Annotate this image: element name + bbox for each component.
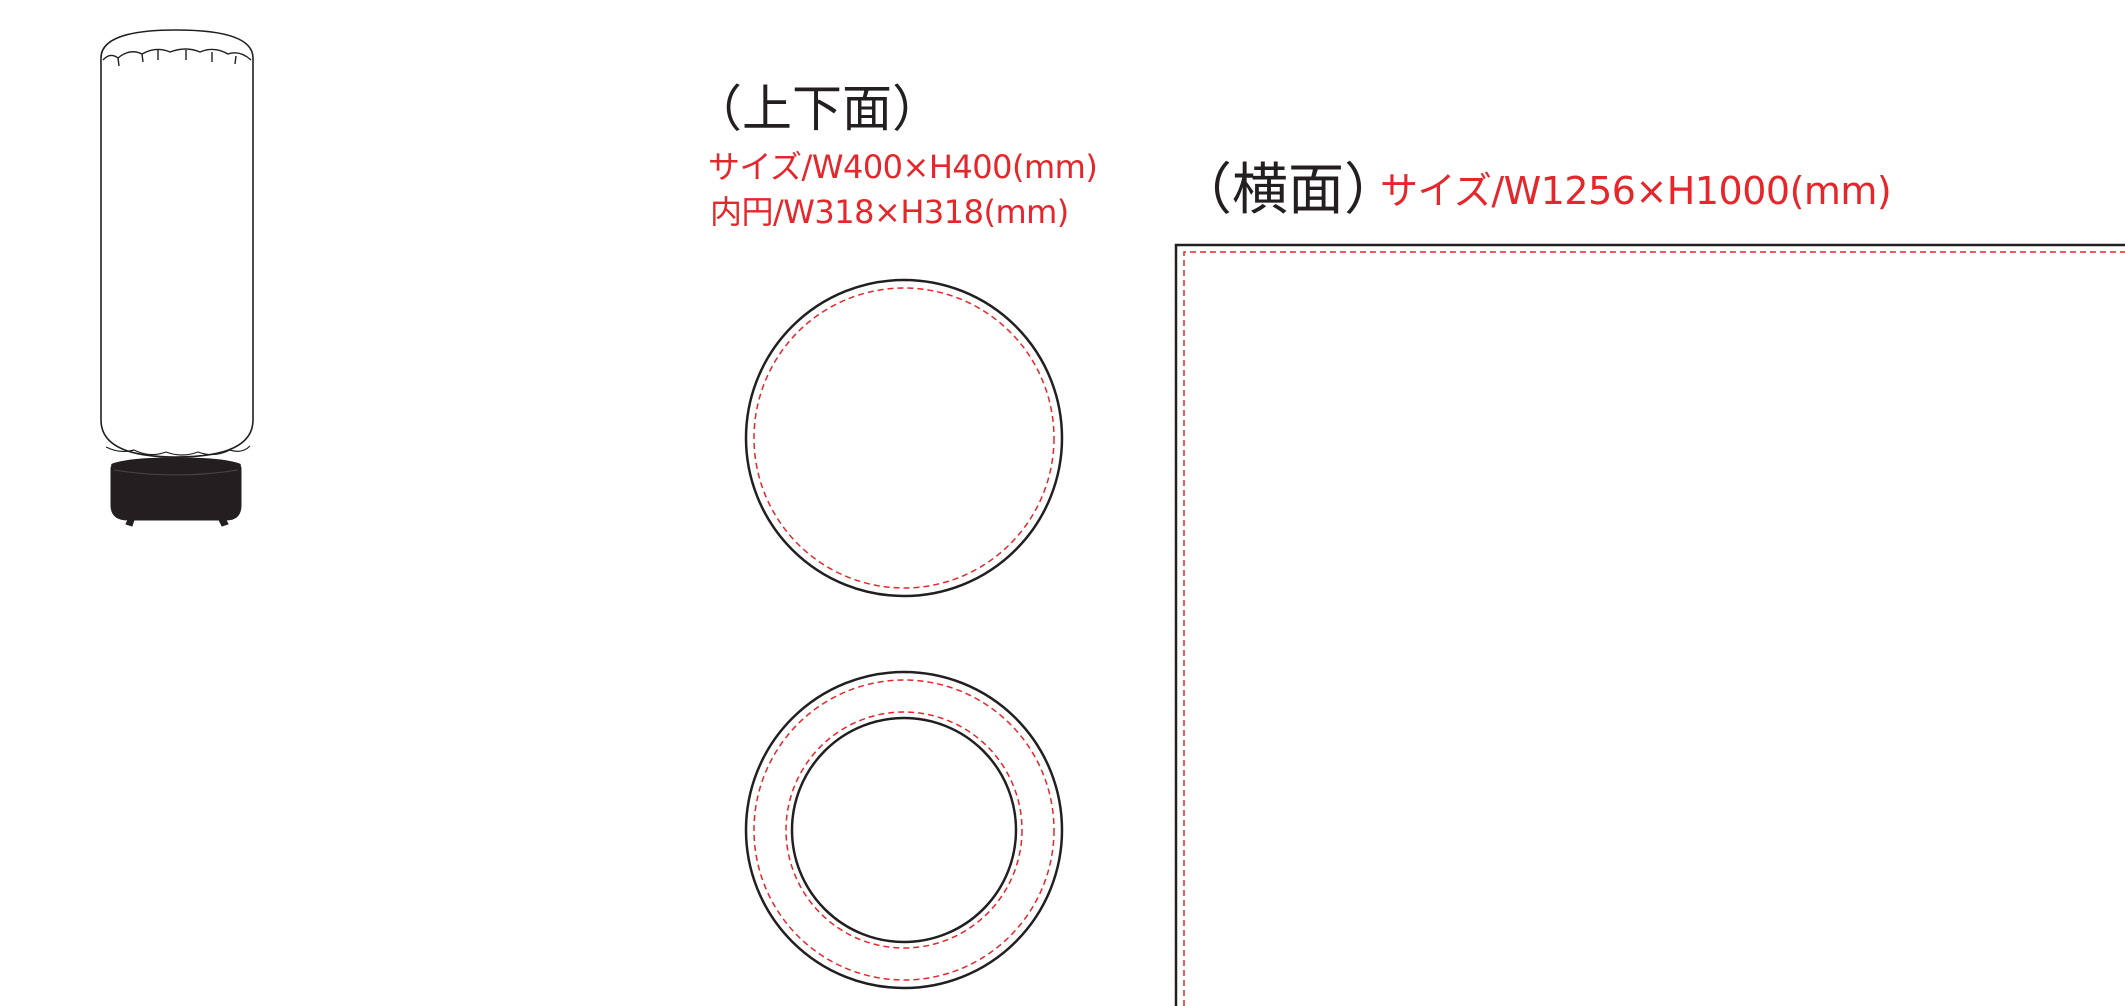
inner-circle-outline [790, 716, 1018, 944]
top-face-outline [744, 278, 1064, 598]
top-bottom-heading: （上下面） [692, 80, 942, 138]
side-heading: （横面） [1176, 158, 1400, 223]
side-face-outline [1174, 243, 2125, 1006]
side-size-spec: サイズ/W1256×H1000(mm) [1380, 169, 1892, 213]
top-bottom-size-spec: サイズ/W400×H400(mm) [708, 148, 1098, 186]
bottom-face-cut-line [753, 679, 1055, 981]
inner-circle-cut-line [785, 711, 1023, 949]
top-face-cut-line [753, 287, 1055, 589]
side-face-cut-line [1183, 251, 2125, 1006]
inner-circle-spec: 内円/W318×H318(mm) [710, 193, 1069, 231]
tower-bottom-seam [105, 445, 251, 456]
tower-base [110, 457, 242, 527]
